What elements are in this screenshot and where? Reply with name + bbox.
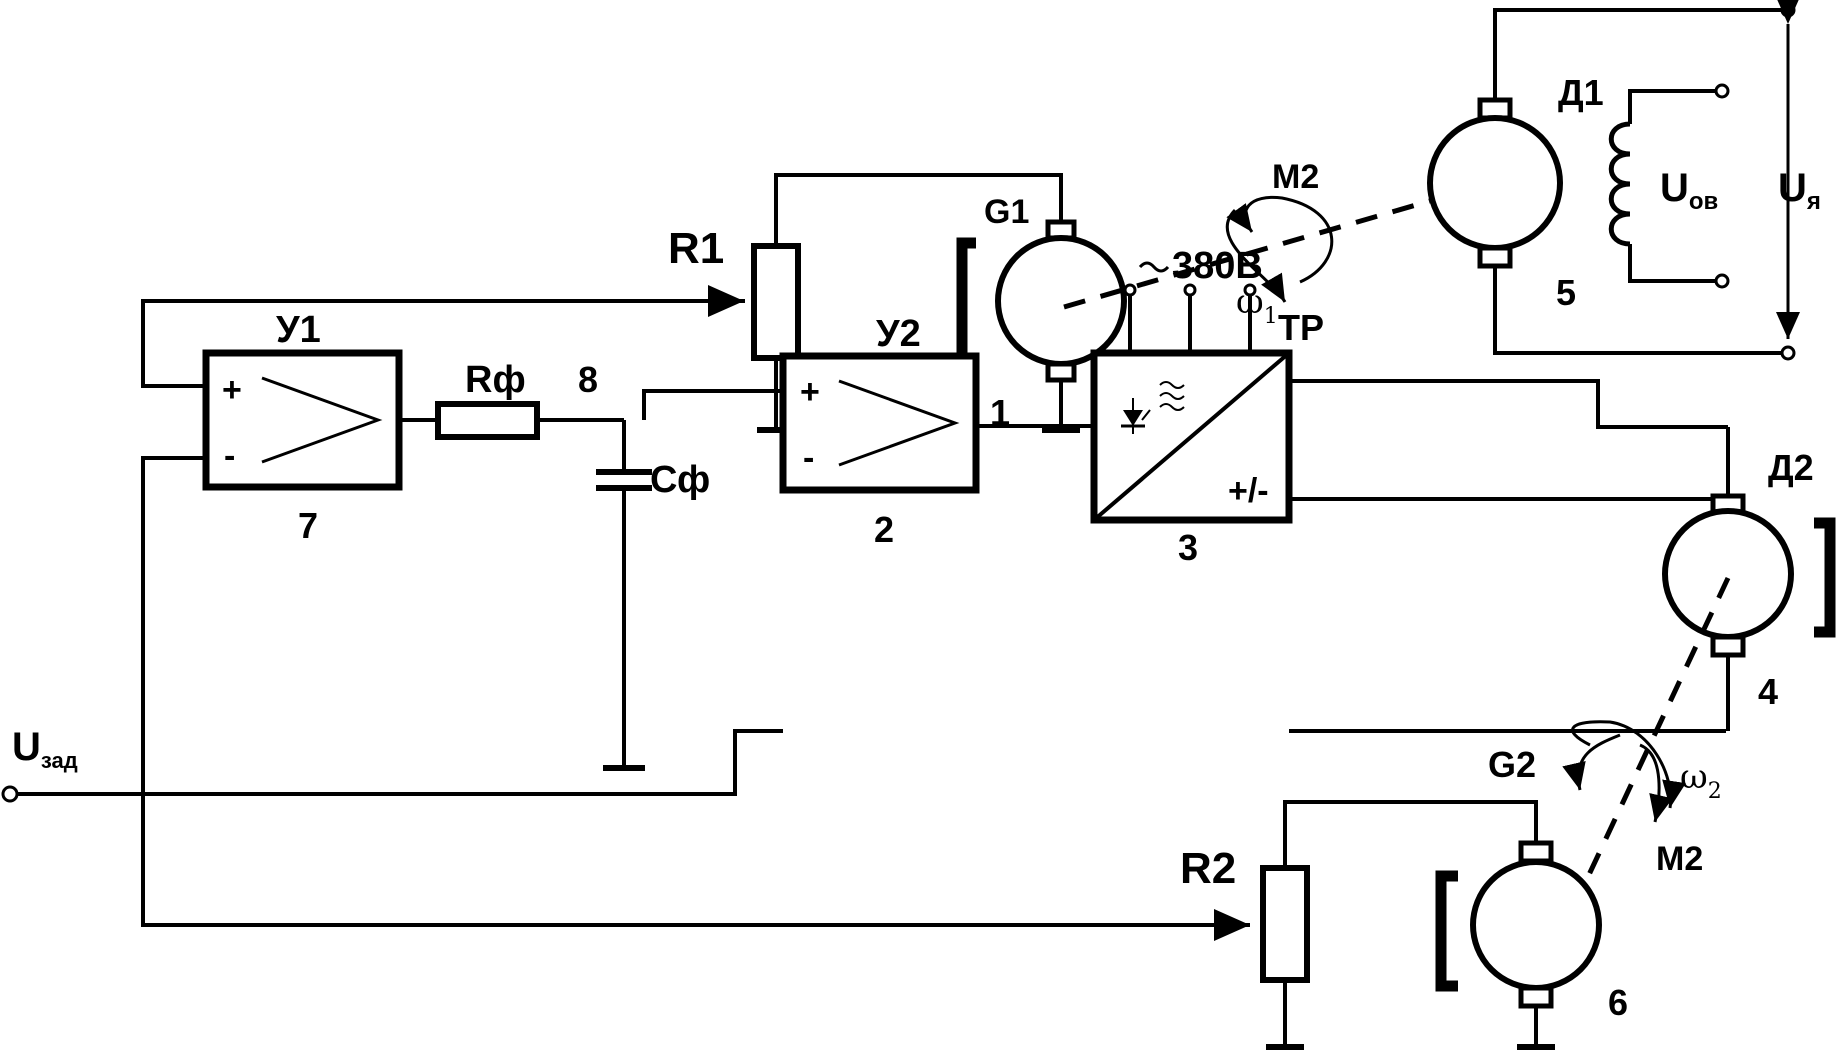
u-ya-subscript: я bbox=[1806, 188, 1821, 215]
label-n6: 6 bbox=[1608, 982, 1628, 1023]
label-rf: Rф bbox=[465, 359, 526, 401]
label-d1: Д1 bbox=[1558, 72, 1604, 113]
label-u-ov: Uов bbox=[1660, 166, 1718, 215]
potentiometer-r2 bbox=[1260, 802, 1310, 1050]
thyristor-converter bbox=[1090, 349, 1293, 524]
label-d2: Д2 bbox=[1768, 447, 1814, 488]
wire-feedback-r1 bbox=[141, 299, 745, 388]
label-m2-bottom: M2 bbox=[1656, 840, 1703, 878]
omega2-symbol: ω bbox=[1680, 757, 1708, 797]
armature-terminals bbox=[1776, 0, 1800, 361]
label-n5: 5 bbox=[1556, 272, 1576, 313]
label-r1: R1 bbox=[668, 224, 724, 273]
label-y2: У2 bbox=[876, 313, 921, 355]
label-n4: 4 bbox=[1758, 671, 1778, 712]
motor-d1 bbox=[1427, 8, 1788, 355]
wire-feedback-r2 bbox=[141, 456, 1220, 927]
supply-terminals bbox=[1123, 261, 1257, 353]
label-y1: У1 bbox=[276, 309, 321, 351]
label-plus-minus: +/- bbox=[1228, 472, 1269, 510]
label-n2: 2 bbox=[874, 509, 894, 550]
wire-cf-to-y2 bbox=[642, 389, 783, 420]
wire-tp-to-d2-bottom bbox=[1289, 483, 1730, 501]
u-ov-main: U bbox=[1660, 166, 1689, 210]
rotation-arrows-bottom bbox=[1562, 720, 1686, 823]
label-omega2: ω2 bbox=[1680, 757, 1722, 804]
u-zad-main: U bbox=[12, 725, 41, 769]
label-omega1: ω1 bbox=[1236, 282, 1278, 329]
label-y1-minus: - bbox=[224, 437, 235, 475]
amplifier-y2 bbox=[779, 352, 980, 494]
wire-tp-to-d2-top bbox=[1289, 379, 1728, 429]
u-zad-subscript: зад bbox=[41, 748, 78, 773]
shaft-g1-d1 bbox=[1063, 184, 1479, 310]
motor-d2 bbox=[1289, 427, 1836, 733]
label-cf: Сф bbox=[650, 459, 710, 501]
label-n3: 3 bbox=[1178, 527, 1198, 568]
rotation-arrows-top bbox=[1225, 195, 1334, 303]
potentiometer-r1 bbox=[751, 175, 801, 433]
label-n7: 7 bbox=[298, 505, 318, 546]
label-y2-minus: - bbox=[803, 439, 814, 477]
field-winding-d1 bbox=[1608, 83, 1730, 289]
label-y2-plus: + bbox=[800, 373, 820, 411]
wire-u-zad-to-y2 bbox=[733, 729, 783, 796]
omega2-subscript: 2 bbox=[1708, 779, 1722, 804]
label-g2: G2 bbox=[1488, 744, 1536, 785]
wire-r2-to-g2 bbox=[1283, 800, 1538, 843]
label-supply: 380В bbox=[1172, 245, 1263, 287]
label-y1-plus: + bbox=[222, 371, 242, 409]
u-ya-main: U bbox=[1778, 166, 1807, 210]
capacitor-cf bbox=[596, 420, 652, 771]
label-m2-top: M2 bbox=[1272, 158, 1319, 196]
label-g1: G1 bbox=[984, 193, 1029, 231]
label-u-ya: Uя bbox=[1778, 166, 1821, 215]
u-ov-subscript: ов bbox=[1689, 188, 1718, 215]
label-u-zad: Uзад bbox=[12, 725, 78, 773]
label-r2: R2 bbox=[1180, 844, 1236, 893]
u-zad-terminal bbox=[1, 785, 19, 803]
amplifier-y1 bbox=[202, 349, 403, 491]
label-n8: 8 bbox=[578, 359, 598, 400]
label-n1: 1 bbox=[990, 392, 1010, 433]
omega1-subscript: 1 bbox=[1264, 304, 1278, 329]
omega1-symbol: ω bbox=[1236, 282, 1264, 322]
resistor-rf bbox=[435, 401, 540, 440]
label-tp: ТР bbox=[1278, 307, 1324, 348]
tachogenerator-g2 bbox=[1435, 840, 1602, 1050]
